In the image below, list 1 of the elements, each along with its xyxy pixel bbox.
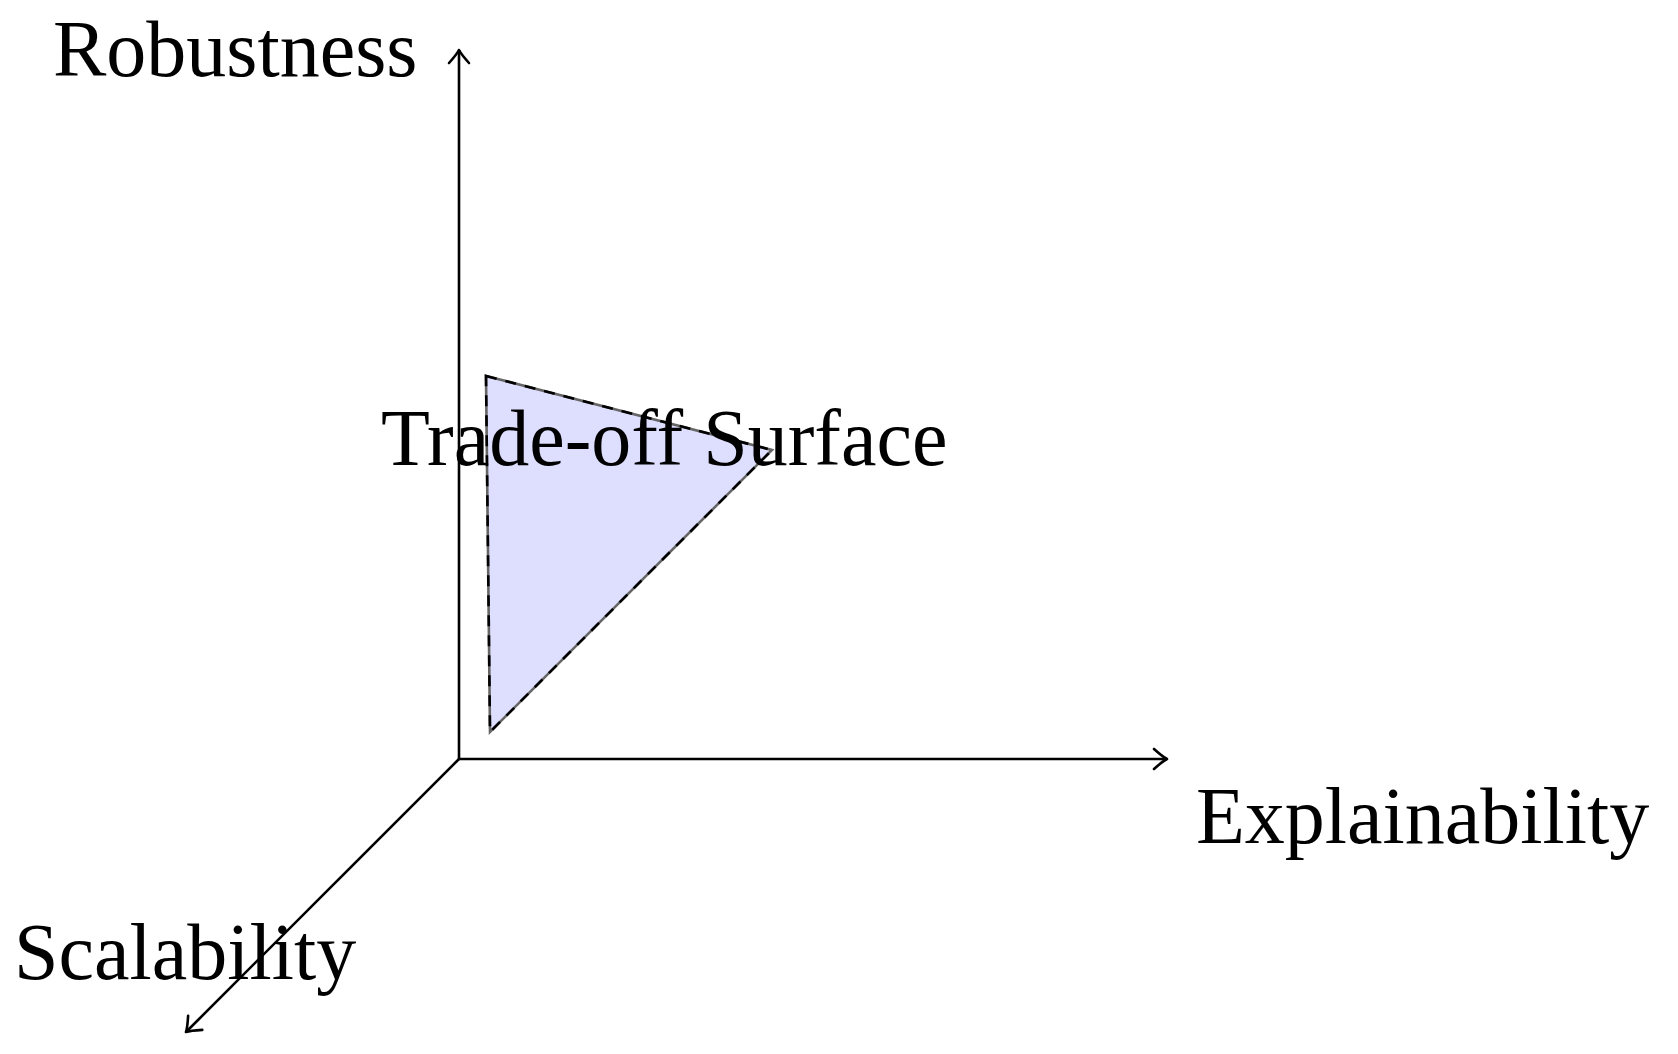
axis-label: Robustness (53, 9, 418, 89)
